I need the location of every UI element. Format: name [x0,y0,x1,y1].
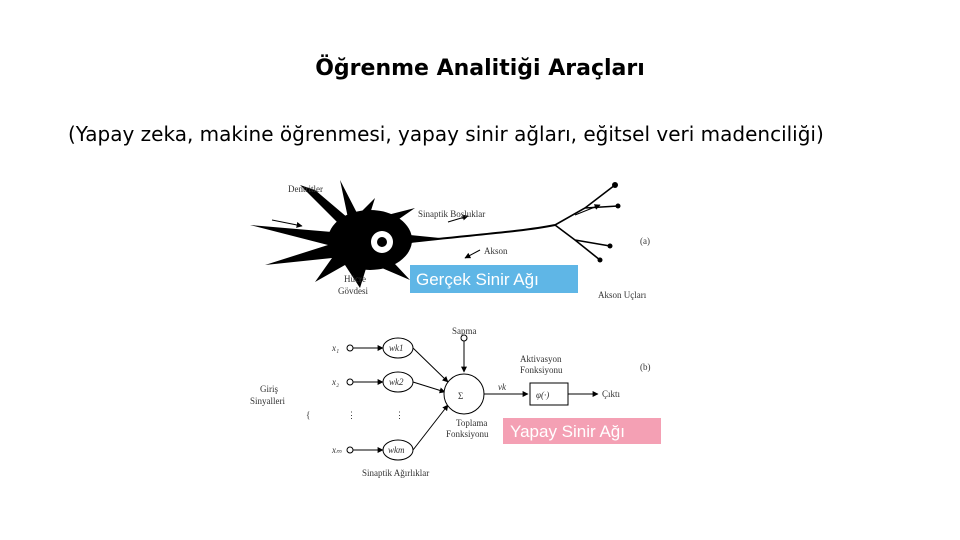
label-summation-2: Fonksiyonu [446,429,489,439]
label-axon: Akson [484,246,508,256]
label-wm: wkm [388,445,405,455]
label-activation-2: Fonksiyonu [520,365,563,375]
label-cell-body-1: Hücre [344,274,366,284]
label-synaptic-gaps: Sinaptik Boşluklar [418,209,485,219]
label-w2: wk2 [389,377,404,387]
cell-body [328,210,412,270]
label-synaptic-weights: Sinaptik Ağırlıklar [362,468,429,478]
label-vk: vk [498,382,507,392]
label-xm: xₘ [331,445,342,455]
label-x2: x₂ [331,377,339,387]
label-input-signals-2: Sinyalleri [250,396,285,406]
label-cell-body-2: Gövdesi [338,286,368,296]
real-network-banner-text: Gerçek Sinir Ağı [416,270,539,289]
svg-text:⋮: ⋮ [395,410,404,420]
artificial-neuron-diagram: ⋮ ⋮ { Σ φ(·) x₁ x₂ xₘ wk1 wk2 wkm vk Sap… [250,326,661,478]
slide-title: Öğrenme Analitiği Araçları [315,56,645,81]
label-panel-a: (a) [640,236,650,246]
label-output: Çıktı [602,389,621,399]
sum-symbol: Σ [458,391,463,401]
bias-node [460,334,468,342]
label-dendrites: Dentritler [288,184,323,194]
neural-network-figure: Dentritler Sinaptik Boşluklar Akson Hücr… [250,180,661,478]
input-node-1 [346,344,354,352]
real-neuron-diagram: Dentritler Sinaptik Boşluklar Akson Hücr… [250,180,650,300]
label-panel-b: (b) [640,362,651,372]
summation-node [443,373,485,415]
slide-subtitle: (Yapay zeka, makine öğrenmesi, yapay sin… [68,122,824,146]
label-w1: wk1 [389,343,404,353]
phi-symbol: φ(·) [536,390,549,400]
input-node-2 [346,378,354,386]
input-brace: { [306,410,310,420]
label-bias: Sapma [452,326,477,336]
label-summation-1: Toplama [456,418,487,428]
label-input-signals-1: Giriş [260,384,278,394]
real-network-banner [410,265,578,293]
axon-line [409,224,556,243]
label-activation-1: Aktivasyon [520,354,562,364]
input-node-m [346,446,354,454]
label-axon-terminals: Akson Uçları [598,290,647,300]
svg-text:⋮: ⋮ [347,410,356,420]
artificial-network-banner-text: Yapay Sinir Ağı [510,422,625,441]
artificial-network-banner [503,418,661,444]
axon-terminals [554,184,619,261]
label-x1: x₁ [331,343,339,353]
